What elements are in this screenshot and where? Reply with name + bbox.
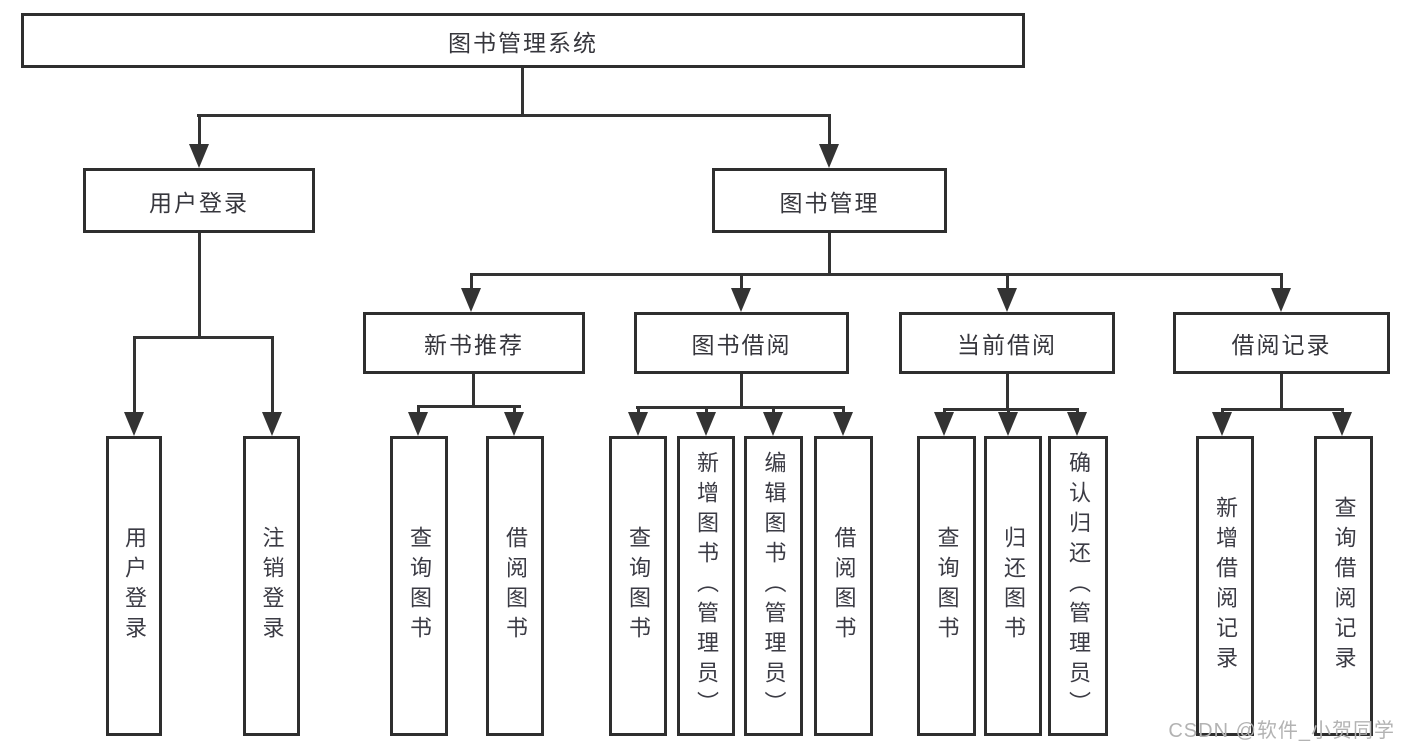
node-label: 新增图书（管理员） — [694, 451, 719, 721]
node-label: 用户登录 — [122, 526, 147, 646]
arrow-down-icon — [833, 412, 853, 436]
node-label: 注销登录 — [259, 526, 285, 646]
arrow-down-icon — [763, 412, 783, 436]
arrow-down-icon — [461, 288, 481, 312]
node-module-book-management: 图书管理 — [712, 168, 947, 233]
node-submodule-current-borrowing: 当前借阅 — [899, 312, 1115, 374]
connector-current-borrow-stem — [1006, 374, 1009, 408]
connector-drop-return-books — [1007, 408, 1010, 414]
node-label: 归还图书 — [1001, 526, 1026, 646]
node-label: 图书借阅 — [691, 332, 792, 358]
connector-drop-add-record — [1221, 408, 1224, 414]
arrow-down-icon — [1332, 412, 1352, 436]
arrow-down-icon — [628, 412, 648, 436]
node-leaf-query-books-1: 查询图书 — [390, 436, 448, 736]
arrow-down-icon — [408, 412, 428, 436]
connector-drop-leaf-logout — [271, 336, 274, 414]
node-label: 借阅图书 — [831, 526, 857, 646]
connector-drop-query-books-1 — [417, 405, 420, 414]
node-label: 查询图书 — [407, 526, 432, 646]
connector-new-book-stem — [472, 374, 475, 405]
arrow-down-icon — [819, 144, 839, 168]
node-module-user-login: 用户登录 — [83, 168, 315, 233]
arrow-down-icon — [1067, 412, 1087, 436]
arrow-down-icon — [262, 412, 282, 436]
connector-records-stem — [1280, 374, 1283, 408]
connector-drop-borrow-books-2 — [842, 406, 845, 414]
arrow-down-icon — [998, 412, 1018, 436]
connector-book-borrow-stem — [740, 374, 743, 406]
connector-drop-leaf-user-login — [133, 336, 136, 414]
node-label: 新增借阅记录 — [1213, 496, 1238, 676]
connector-root-stem — [521, 68, 524, 114]
arrow-down-icon — [124, 412, 144, 436]
arrow-down-icon — [1212, 412, 1232, 436]
connector-drop-current-borrowing — [1006, 273, 1009, 290]
connector-drop-add-books — [705, 406, 708, 414]
connector-drop-query-books-3 — [943, 408, 946, 414]
connector-book-borrow-hline — [636, 406, 844, 409]
node-label: 查询借阅记录 — [1331, 496, 1357, 676]
node-submodule-borrowing-records: 借阅记录 — [1173, 312, 1390, 374]
connector-drop-book-borrowing — [740, 273, 743, 290]
connector-book-mgmt-stem — [828, 233, 831, 273]
node-label: 编辑图书（管理员） — [761, 451, 787, 721]
node-label: 当前借阅 — [957, 332, 1057, 358]
node-leaf-return-books: 归还图书 — [984, 436, 1042, 736]
node-leaf-edit-books-admin: 编辑图书（管理员） — [744, 436, 803, 736]
arrow-down-icon — [934, 412, 954, 436]
node-label: 确认归还（管理员） — [1066, 451, 1091, 721]
node-label: 图书管理 — [779, 189, 880, 216]
node-leaf-query-books-2: 查询图书 — [609, 436, 667, 736]
node-leaf-borrow-books-2: 借阅图书 — [814, 436, 873, 736]
connector-user-login-hline — [133, 336, 274, 339]
connector-records-hline — [1221, 408, 1343, 411]
connector-drop-query-books-2 — [637, 406, 640, 414]
arrow-down-icon — [997, 288, 1017, 312]
watermark: CSDN @软件_小贺同学 — [1168, 720, 1395, 742]
node-root-library-system: 图书管理系统 — [21, 13, 1025, 68]
node-label: 用户登录 — [149, 189, 249, 216]
node-leaf-confirm-return-admin: 确认归还（管理员） — [1048, 436, 1108, 736]
connector-root-hline — [197, 114, 831, 117]
node-leaf-add-books-admin: 新增图书（管理员） — [677, 436, 735, 736]
arrow-down-icon — [731, 288, 751, 312]
node-leaf-logout-login: 注销登录 — [243, 436, 300, 736]
node-label: 借阅图书 — [503, 526, 528, 646]
node-leaf-add-borrow-record: 新增借阅记录 — [1196, 436, 1254, 736]
node-label: 借阅记录 — [1231, 332, 1332, 358]
connector-drop-new-book-recommend — [470, 273, 473, 290]
connector-book-mgmt-hline — [470, 273, 1283, 276]
node-leaf-query-books-3: 查询图书 — [917, 436, 976, 736]
node-label: 图书管理系统 — [448, 29, 598, 56]
node-leaf-borrow-books-1: 借阅图书 — [486, 436, 544, 736]
connector-new-book-hline — [417, 405, 521, 408]
node-label: 查询图书 — [934, 526, 960, 646]
connector-drop-borrow-books-1 — [513, 405, 516, 414]
arrow-down-icon — [696, 412, 716, 436]
arrow-down-icon — [189, 144, 209, 168]
connector-drop-edit-books — [772, 406, 775, 414]
connector-drop-confirm-return — [1076, 408, 1079, 414]
connector-drop-query-record — [1341, 408, 1344, 414]
node-leaf-query-borrow-record: 查询借阅记录 — [1314, 436, 1373, 736]
node-leaf-user-login: 用户登录 — [106, 436, 162, 736]
node-label: 查询图书 — [626, 526, 651, 646]
connector-current-borrow-hline — [943, 408, 1078, 411]
connector-drop-user-login — [198, 114, 201, 146]
node-submodule-new-book-recommend: 新书推荐 — [363, 312, 585, 374]
arrow-down-icon — [504, 412, 524, 436]
connector-drop-book-management — [828, 114, 831, 146]
arrow-down-icon — [1271, 288, 1291, 312]
connector-user-login-stem — [198, 233, 201, 336]
node-submodule-book-borrowing: 图书借阅 — [634, 312, 849, 374]
connector-drop-borrowing-records — [1280, 273, 1283, 290]
node-label: 新书推荐 — [424, 332, 524, 358]
